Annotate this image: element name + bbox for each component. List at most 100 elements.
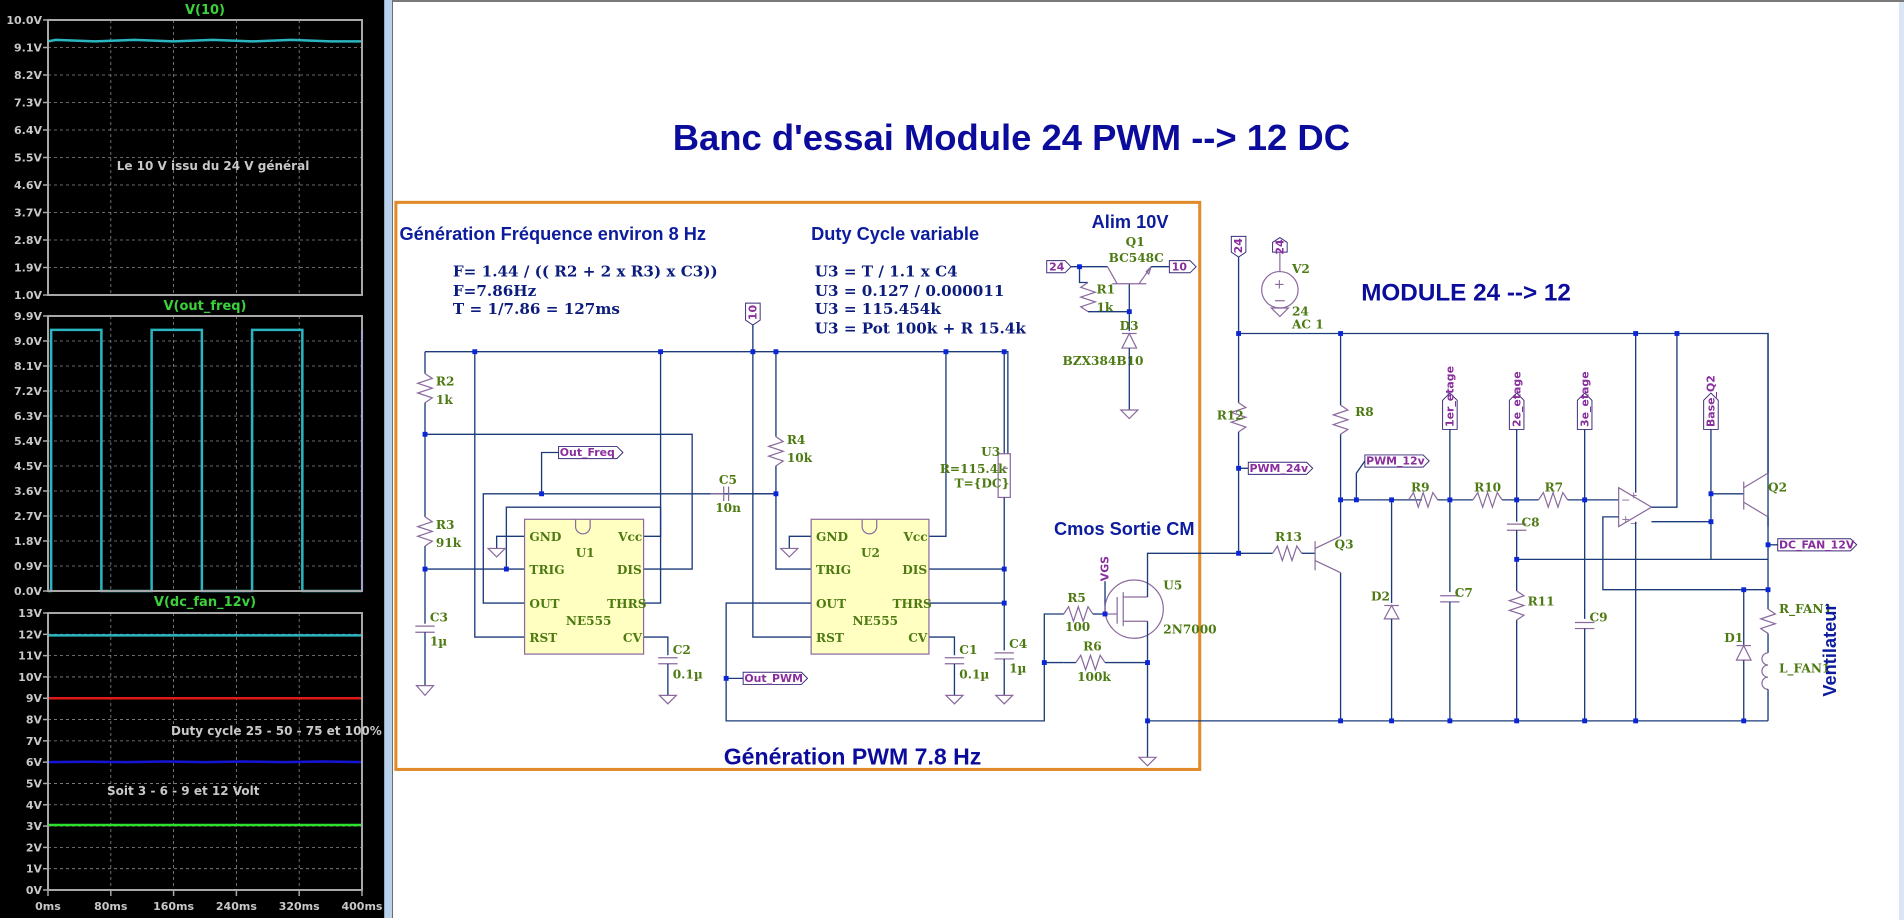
transistor-q2[interactable]: Q2 xyxy=(1743,472,1787,518)
opamp[interactable]: − + + − xyxy=(1618,486,1653,530)
svg-text:U2: U2 xyxy=(861,546,880,560)
transistor-q3[interactable]: Q3 xyxy=(1314,535,1354,574)
y-tick-label: 10V xyxy=(18,671,42,684)
y-tick-label: 11V xyxy=(18,650,42,663)
capacitor-c4[interactable]: C4 1µ xyxy=(994,637,1028,675)
potentiometer-u3[interactable]: U3 R=115.4k T={DC} xyxy=(940,445,1011,499)
y-tick-label: 7.3V xyxy=(14,97,42,110)
resistor-r9[interactable]: R9 xyxy=(1408,480,1439,510)
svg-text:R5: R5 xyxy=(1067,591,1086,605)
voltage-source-v2[interactable]: 24 + V2 24 AC 1 xyxy=(1261,236,1324,332)
svg-text:C4: C4 xyxy=(1009,637,1027,651)
svg-text:24: 24 xyxy=(1292,304,1309,318)
svg-text:DIS: DIS xyxy=(617,563,642,577)
y-tick-label: 8V xyxy=(26,714,43,727)
svg-text:Q3: Q3 xyxy=(1335,537,1354,551)
schematic-editor-pane[interactable]: Banc d'essai Module 24 PWM --> 12 DC Gén… xyxy=(393,0,1904,920)
pane-splitter[interactable] xyxy=(384,0,393,918)
svg-text:C1: C1 xyxy=(959,643,977,657)
y-tick-label: 6.3V xyxy=(14,410,42,423)
svg-text:PWM_24v: PWM_24v xyxy=(1250,462,1309,475)
diode-d1[interactable]: D1 xyxy=(1724,631,1753,661)
capacitor-c2[interactable]: C2 0.1µ xyxy=(658,643,703,681)
plot-frame xyxy=(47,19,363,296)
schematic-title: Banc d'essai Module 24 PWM --> 12 DC xyxy=(673,117,1350,158)
transistor-q1[interactable]: Q1 BC548C xyxy=(1106,235,1164,285)
y-tick-label: 9.9V xyxy=(14,310,42,323)
resistor-r2[interactable]: R2 1k xyxy=(415,373,455,407)
svg-text:RST: RST xyxy=(816,631,844,645)
y-tick-label: 2V xyxy=(26,841,43,854)
svg-text:CV: CV xyxy=(908,631,928,645)
resistor-r7[interactable]: R7 xyxy=(1538,480,1569,510)
y-tick-label: 7.2V xyxy=(14,385,42,398)
svg-text:R7: R7 xyxy=(1545,480,1564,494)
resistor-r13[interactable]: R13 xyxy=(1272,530,1303,563)
ic-u2-ne555[interactable]: GND TRIG OUT RST Vcc DIS THRS CV U2 NE55… xyxy=(810,518,933,655)
svg-text:R1: R1 xyxy=(1097,282,1116,296)
svg-text:CV: CV xyxy=(623,631,643,645)
resistor-r5[interactable]: R5 100 xyxy=(1063,591,1094,634)
resistor-r11[interactable]: R11 xyxy=(1507,590,1555,621)
svg-text:C3: C3 xyxy=(430,610,448,624)
fan-l-fan1[interactable]: L_FAN1 xyxy=(1761,652,1830,690)
svg-text:OUT: OUT xyxy=(529,597,559,611)
y-tick-label: 5.5V xyxy=(14,152,42,165)
zener-d2[interactable]: D2 xyxy=(1371,590,1400,620)
resistor-r10[interactable]: R10 xyxy=(1472,480,1503,510)
capacitor-c9[interactable]: C9 xyxy=(1574,610,1608,630)
resistor-r12[interactable]: R12 xyxy=(1217,402,1248,433)
plot-panel-1: V(out_freq)9.9V9.0V8.1V7.2V6.3V5.4V4.5V3… xyxy=(14,299,364,598)
svg-text:100k: 100k xyxy=(1077,670,1111,684)
plot-panel-0: V(10)10.0V9.1V8.2V7.3V6.4V5.5V4.6V3.7V2.… xyxy=(6,3,363,302)
capacitor-c8[interactable]: C8 xyxy=(1506,516,1540,531)
resistor-r8[interactable]: R8 xyxy=(1331,404,1374,435)
capacitor-c1[interactable]: C1 0.1µ xyxy=(944,643,990,681)
svg-text:NE555: NE555 xyxy=(566,614,612,628)
svg-text:2e_etage: 2e_etage xyxy=(1510,371,1523,427)
svg-text:Out_Freq: Out_Freq xyxy=(560,446,615,459)
resistor-r4[interactable]: R4 10k xyxy=(766,433,813,467)
vertical-scrollbar[interactable] xyxy=(1899,2,1904,920)
y-tick-label: 9.1V xyxy=(14,42,42,55)
svg-text:BC548C: BC548C xyxy=(1109,251,1164,265)
svg-text:THRS: THRS xyxy=(893,597,933,611)
net-label-vgs: VGS xyxy=(1099,556,1112,581)
net-label-24-module: 24 xyxy=(1230,235,1247,258)
svg-text:R3: R3 xyxy=(436,518,455,532)
svg-text:C9: C9 xyxy=(1590,610,1608,624)
freq-eq-3: T = 1/7.86 = 127ms xyxy=(453,300,620,318)
svg-text:T={DC}: T={DC} xyxy=(954,477,1009,491)
y-tick-label: 3.6V xyxy=(14,485,42,498)
svg-text:+: + xyxy=(1274,278,1285,293)
resistor-r6[interactable]: R6 100k xyxy=(1075,639,1112,684)
y-tick-label: 12V xyxy=(18,628,42,641)
net-label-24-in: 24 xyxy=(1046,260,1072,273)
svg-text:C7: C7 xyxy=(1455,586,1473,600)
zener-d3[interactable]: D3 BZX384B10 xyxy=(1063,311,1144,368)
svg-text:+: + xyxy=(1621,513,1630,526)
y-tick-label: 1.8V xyxy=(14,535,42,548)
y-tick-label: 3V xyxy=(26,820,43,833)
capacitor-c3[interactable]: C3 1µ xyxy=(415,610,448,649)
ic-u1-ne555[interactable]: GND TRIG OUT RST Vcc DIS THRS CV U1 NE55… xyxy=(523,518,647,655)
trace-title: V(dc_fan_12v) xyxy=(154,595,256,610)
wire xyxy=(425,351,1009,469)
resistor-r3[interactable]: R3 91k xyxy=(415,516,462,550)
pwm-block-frame xyxy=(394,200,1202,771)
junction-dots xyxy=(422,264,1771,724)
resistor-r1[interactable]: R1 1k xyxy=(1078,281,1116,315)
mosfet-u5[interactable]: U5 2N7000 xyxy=(1104,579,1217,639)
fan-r-fan1[interactable]: R_FAN1 xyxy=(1758,602,1832,634)
trace-title: V(10) xyxy=(185,3,225,18)
svg-text:R=115.4k: R=115.4k xyxy=(940,462,1007,476)
y-tick-label: 5.4V xyxy=(14,435,42,448)
capacitor-c5[interactable]: C5 10n xyxy=(710,473,741,515)
waveform-plots[interactable]: V(10)10.0V9.1V8.2V7.3V6.4V5.5V4.6V3.7V2.… xyxy=(0,0,384,918)
schematic-canvas[interactable]: Banc d'essai Module 24 PWM --> 12 DC Gén… xyxy=(393,2,1904,918)
y-tick-label: 2.7V xyxy=(14,510,42,523)
plot-frame xyxy=(47,612,363,891)
svg-text:DC_FAN_12V: DC_FAN_12V xyxy=(1779,538,1855,551)
capacitor-c7[interactable]: C7 xyxy=(1440,586,1473,603)
